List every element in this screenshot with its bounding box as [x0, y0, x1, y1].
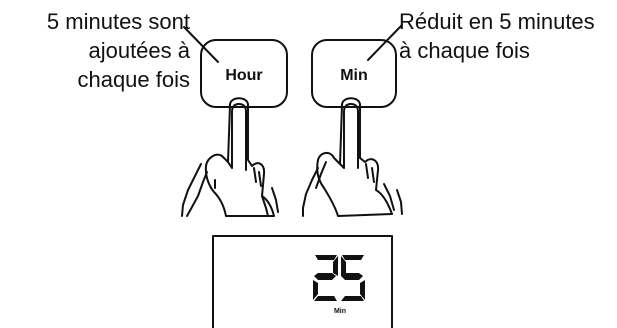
- display-digit-5: [341, 255, 365, 301]
- left-hand-icon: [181, 97, 279, 217]
- hour-button-label: Hour: [225, 67, 262, 84]
- add-caption-line: ajoutées à: [88, 38, 190, 63]
- add-caption-line: chaque fois: [77, 67, 190, 92]
- reduce-caption-line: Réduit en 5 minutes: [399, 9, 595, 34]
- add-five-minutes-caption: 5 minutes sont ajoutées à chaque fois: [47, 7, 190, 94]
- right-hand-icon: [302, 97, 403, 217]
- display-unit-label: Min: [334, 308, 346, 315]
- display-frame: [212, 235, 393, 328]
- display-digit-2: [313, 255, 338, 301]
- min-button-label: Min: [340, 67, 368, 84]
- hour-button[interactable]: Hour: [200, 39, 288, 108]
- add-caption-line: 5 minutes sont: [46, 9, 190, 34]
- min-button[interactable]: Min: [311, 39, 397, 108]
- min-button-frame: [311, 39, 397, 108]
- reduce-five-minutes-caption: Réduit en 5 minutes à chaque fois: [399, 7, 595, 65]
- reduce-caption-line: à chaque fois: [399, 38, 530, 63]
- add-leader-line: [183, 26, 219, 63]
- timer-display: 25 Min: [212, 235, 393, 328]
- reduce-leader-line: [367, 24, 403, 61]
